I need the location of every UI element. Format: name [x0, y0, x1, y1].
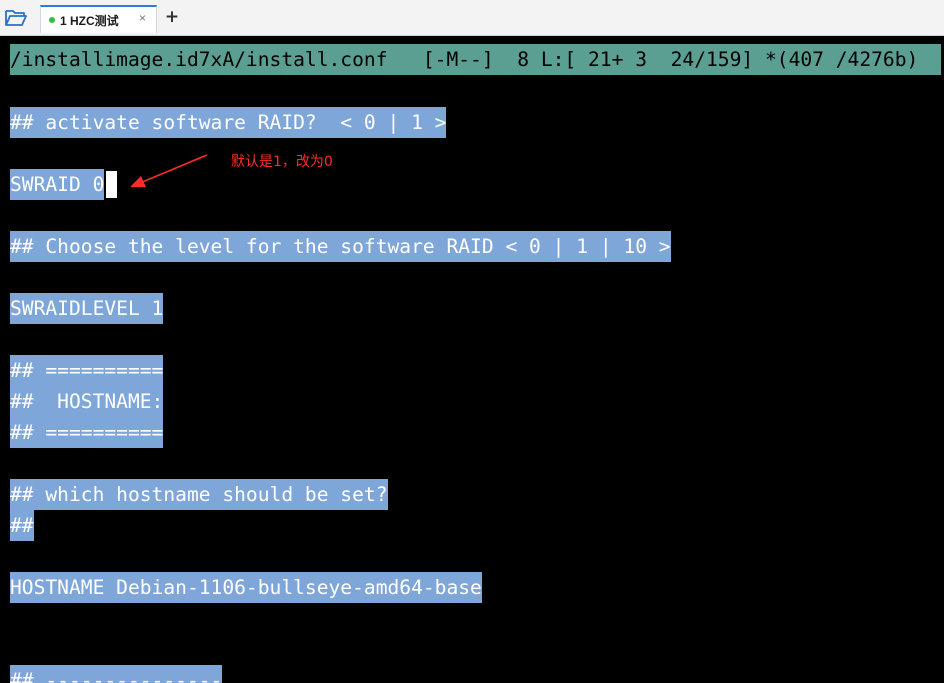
close-icon[interactable]: ×	[139, 11, 147, 25]
terminal-line: ## HOSTNAME:	[10, 386, 164, 417]
text-cursor	[106, 171, 117, 198]
terminal-line: ## ==========	[10, 417, 164, 448]
terminal-line: ## Choose the level for the software RAI…	[10, 231, 671, 262]
folder-open-icon[interactable]	[4, 7, 28, 29]
tab-session-1[interactable]: 1 HZC测试 ×	[40, 5, 157, 33]
annotation-note: 默认是1，改为0	[231, 154, 333, 170]
terminal-line: ## activate software RAID? < 0 | 1 >	[10, 107, 447, 138]
terminal-line: ## which hostname should be set?	[10, 479, 388, 510]
annotation-arrow-icon	[130, 154, 208, 187]
terminal-line: ##	[10, 510, 34, 541]
tab-label: 1 HZC测试	[60, 14, 119, 28]
terminal-line: ## ==========	[10, 355, 164, 386]
terminal-line: SWRAIDLEVEL 1	[10, 293, 164, 324]
connection-status-dot	[49, 17, 55, 23]
terminal-line: ## ---------------	[10, 665, 223, 683]
tab-bar: 1 HZC测试 × +	[0, 0, 944, 36]
editor-status-bar: /installimage.id7xA/install.conf [-M--] …	[10, 44, 941, 75]
terminal-line: HOSTNAME Debian-1106-bullseye-amd64-base	[10, 572, 482, 603]
terminal-area[interactable]: /installimage.id7xA/install.conf [-M--] …	[0, 36, 944, 683]
terminal-line: SWRAID 0	[10, 169, 105, 200]
add-tab-button[interactable]: +	[164, 7, 180, 27]
